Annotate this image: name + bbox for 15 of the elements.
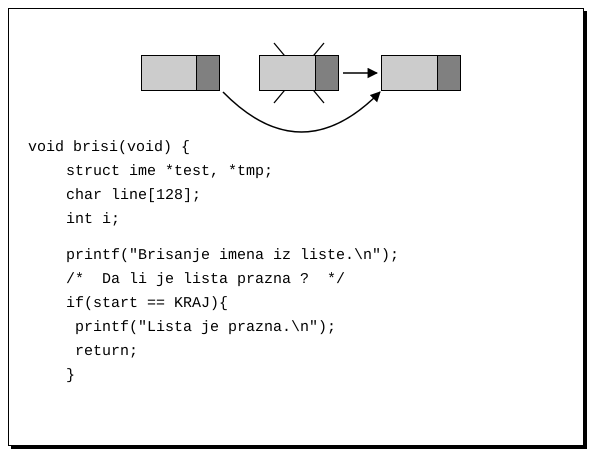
code-line: if(start == KRAJ){ — [66, 295, 228, 313]
code-line: printf("Brisanje imena iz liste.\n"); — [66, 247, 400, 265]
list-node-box — [259, 55, 339, 91]
arrow — [222, 91, 381, 133]
code-line: char line[128]; — [66, 187, 202, 205]
code-line: /* Da li je lista prazna ? */ — [66, 271, 346, 289]
list-node-box — [381, 55, 461, 91]
arrow — [343, 68, 378, 78]
list-node-box — [141, 55, 220, 91]
code-line: printf("Lista je prazna.\n"); — [75, 319, 336, 337]
code-line: void brisi(void) { — [28, 139, 190, 157]
code-line: int i; — [66, 211, 120, 229]
code-line: return; — [75, 343, 138, 361]
code-line: } — [66, 367, 76, 385]
code-line: struct ime *test, *tmp; — [66, 163, 274, 181]
